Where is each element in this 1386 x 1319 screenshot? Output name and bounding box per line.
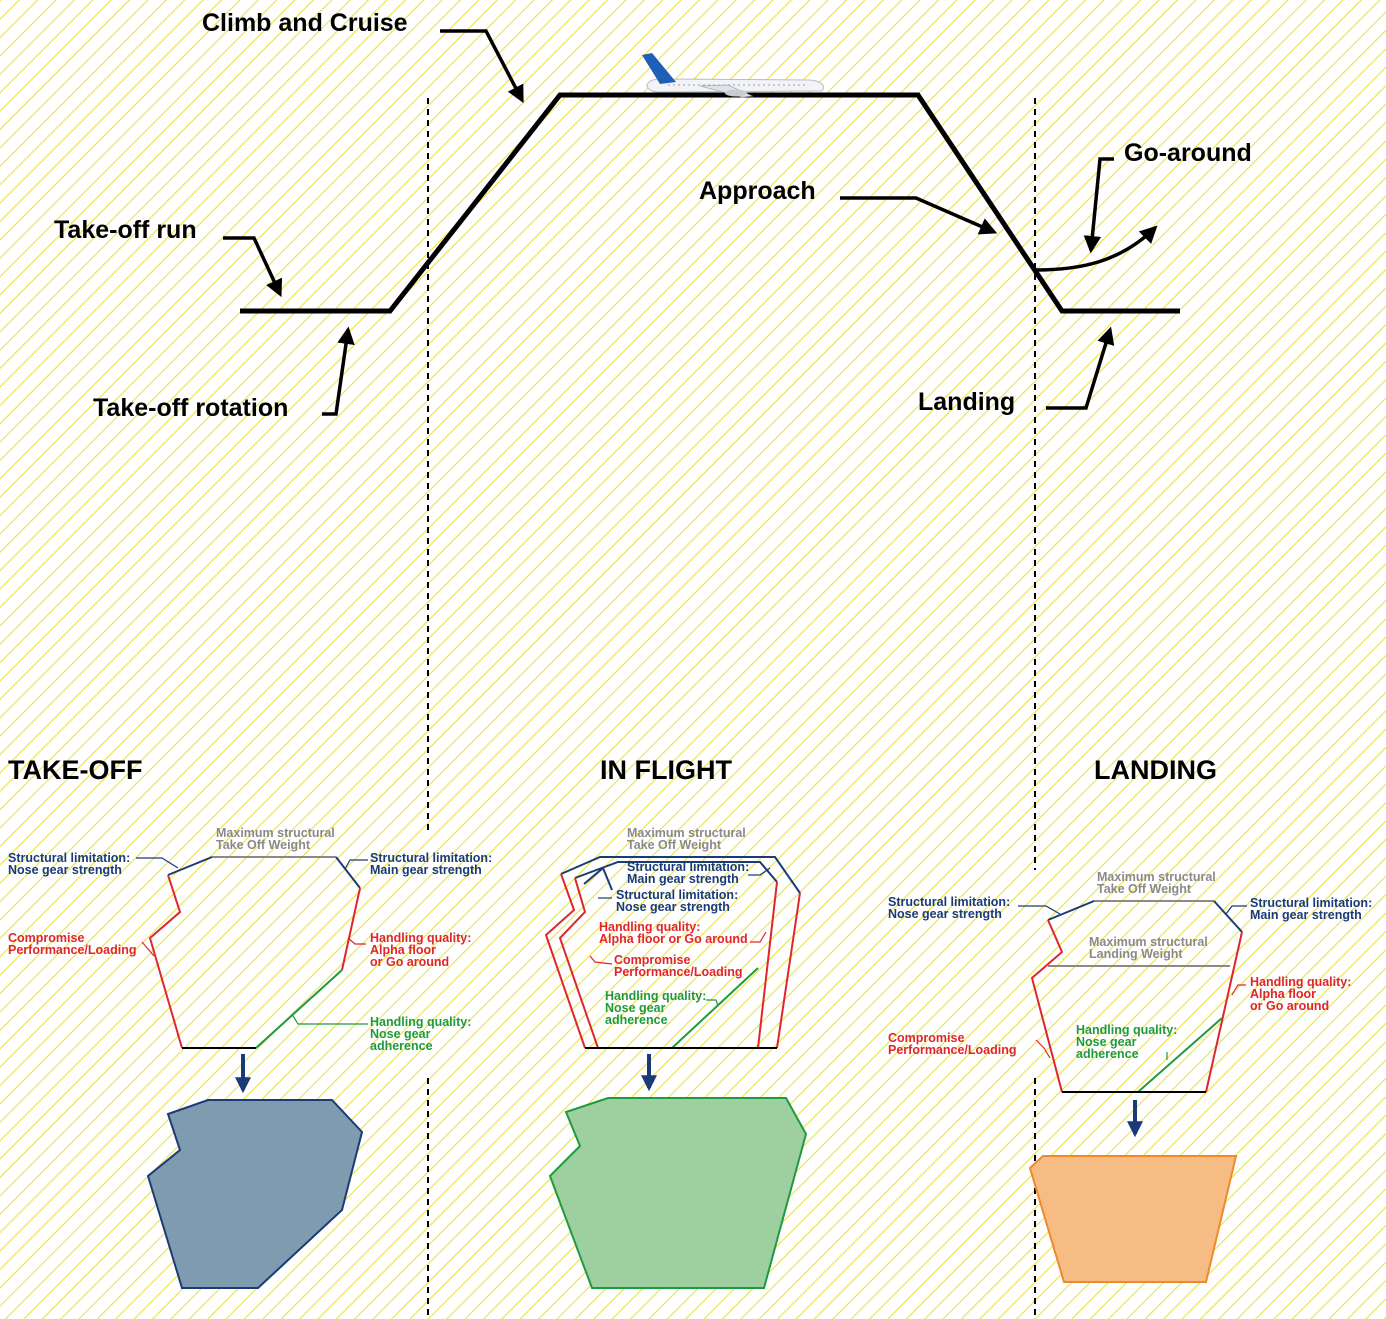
go-around-callout: Go-around [1083,139,1252,254]
takeoff-alpha-floor-line [341,887,361,971]
inflight-envelope [544,856,801,1049]
inflight-result-shape [548,1097,808,1289]
takeoff-compromise-line [148,874,183,1049]
landing-nose-gear-label: Structural limitation:Nose gear strength [888,895,1010,921]
inflight-outer-structural-line [560,856,801,894]
phase-separators [427,98,1036,1319]
climb-cruise-label: Climb and Cruise [202,9,408,37]
inflight-alpha-floor-outer [776,892,801,1049]
aircraft-icon [642,53,824,98]
takeoff-nose-gear-label: Structural limitation:Nose gear strength [8,851,130,877]
landing-nose-gear-line [1047,900,1095,921]
takeoff-nose-gear-line [167,856,213,876]
takeoff-run-callout: Take-off run [54,216,283,298]
inflight-nose-gear-label: Structural limitation:Nose gear strength [616,888,738,914]
landing-alpha-floor-line [1205,931,1243,1093]
takeoff-result-shape [146,1099,364,1289]
inflight-mid-structural-line [574,861,778,883]
inflight-nose-adherence-line [671,967,759,1049]
takeoff-main-gear-label: Structural limitation:Main gear strength [370,851,492,877]
inflight-alpha-floor-label: Handling quality:Alpha floor or Go aroun… [599,920,748,946]
takeoff-main-gear-line [335,856,361,889]
inflight-alpha-floor-inner [757,881,778,1049]
takeoff-envelope [136,856,368,1049]
landing-main-gear-label: Structural limitation:Main gear strength [1250,896,1372,922]
takeoff-rotation-callout: Take-off rotation [93,326,355,422]
inflight-main-gear-label: Structural limitation:Main gear strength [627,860,749,886]
inflight-compromise-outer [544,873,586,1049]
takeoff-nose-adherence-line [255,969,343,1049]
landing-callout: Landing [918,326,1115,416]
approach-label: Approach [699,177,816,205]
landing-section-title: LANDING [1094,755,1217,785]
inflight-compromise-inner [558,877,599,1049]
landing-envelope [1018,900,1247,1093]
climb-cruise-callout: Climb and Cruise [202,9,524,104]
inflight-section-title: IN FLIGHT [600,755,732,785]
landing-result-shape [1028,1155,1238,1283]
approach-callout: Approach [699,177,998,235]
takeoff-run-label: Take-off run [54,216,197,244]
landing-nose-adherence-line [1137,1017,1223,1093]
inflight-inner-structural-line [583,866,613,891]
takeoff-section-title: TAKE-OFF [8,755,142,785]
go-around-label: Go-around [1124,139,1252,167]
landing-main-gear-line [1213,900,1243,933]
landing-compromise-line [1030,919,1064,1093]
takeoff-rotation-label: Take-off rotation [93,394,288,422]
go-around-path [1035,225,1158,272]
landing-label: Landing [918,388,1015,416]
